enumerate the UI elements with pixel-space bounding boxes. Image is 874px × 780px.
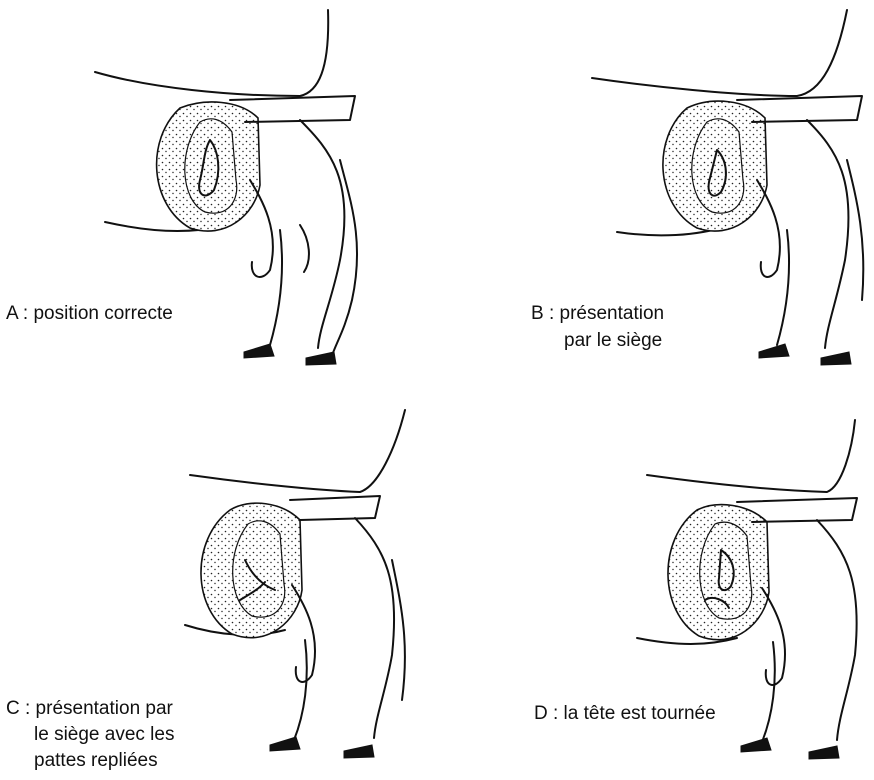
caption-d: D : la tête est tournée	[534, 702, 716, 726]
panel-c: C : présentation par le siège avec les p…	[0, 390, 437, 780]
caption-c-line3: pattes repliées	[34, 749, 158, 773]
caption-c-line2: le siège avec les	[34, 723, 174, 747]
caption-b-line1: B : présentation	[531, 302, 664, 326]
caption-c-line1: C : présentation par	[6, 697, 173, 721]
panel-a: A : position correcte	[0, 0, 437, 390]
caption-b-line2: par le siège	[564, 329, 662, 353]
caption-a: A : position correcte	[6, 302, 173, 326]
cow-uterus-illustration-c	[0, 390, 437, 780]
cow-uterus-illustration-a	[0, 0, 437, 390]
panel-b: B : présentation par le siège	[437, 0, 874, 390]
panel-d: D : la tête est tournée	[437, 390, 874, 780]
